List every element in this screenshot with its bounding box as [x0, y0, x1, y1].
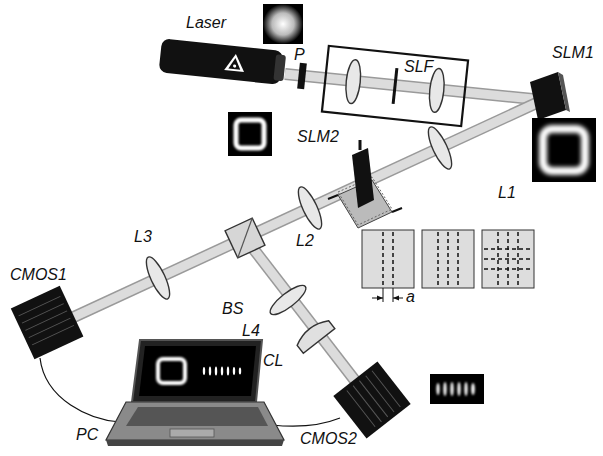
part-label: a [406, 288, 415, 306]
slm-device [558, 72, 570, 112]
part-label: CMOS2 [300, 430, 357, 448]
lens [424, 124, 456, 172]
fringe-inset [430, 374, 484, 404]
laser-body [159, 38, 287, 85]
cable [40, 358, 120, 422]
lens [266, 281, 309, 319]
spatial-filter [322, 46, 468, 126]
polarizer [297, 63, 307, 90]
lens [142, 254, 174, 302]
part-label: L1 [498, 184, 516, 202]
ring-inset [532, 118, 596, 182]
slit-patterns [362, 230, 534, 302]
lens [294, 184, 326, 232]
camera [11, 286, 84, 360]
part-label: SLM2 [297, 128, 339, 146]
part-label: P [294, 46, 305, 64]
part-label: CMOS1 [10, 266, 67, 284]
beam-splitter [225, 218, 265, 258]
part-label: Laser [186, 14, 226, 32]
part-label: CL [263, 352, 283, 370]
cylindrical-lens [294, 316, 335, 353]
part-label: L3 [134, 228, 152, 246]
part-label: BS [222, 300, 243, 318]
part-label: SLM1 [552, 44, 594, 62]
part-label: L2 [296, 232, 314, 250]
gaussian-inset [263, 4, 303, 44]
part-label: PC [76, 426, 98, 444]
cable [272, 418, 340, 426]
slm-device [328, 140, 402, 228]
part-label: SLF [404, 58, 433, 76]
part-label: L4 [242, 322, 260, 340]
laser-beam [50, 74, 543, 400]
ring-inset [228, 112, 272, 156]
laptop [106, 340, 284, 446]
camera [333, 361, 410, 438]
